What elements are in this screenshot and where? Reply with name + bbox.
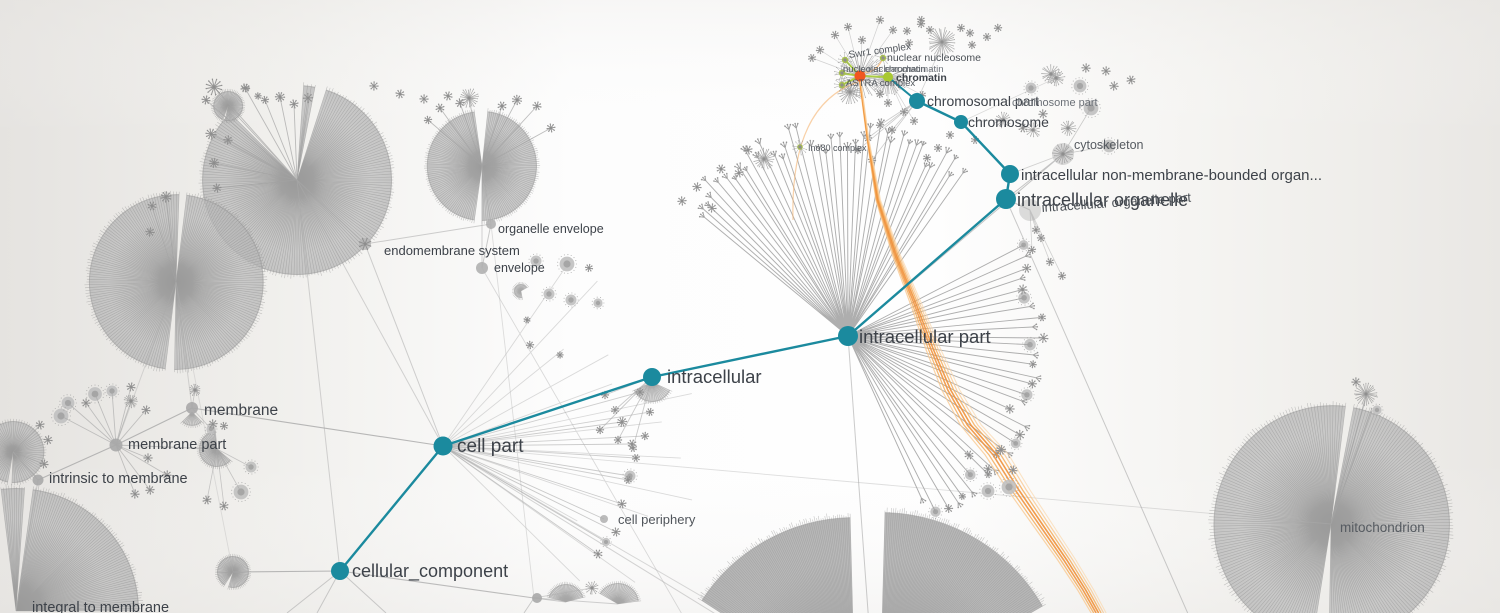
svg-text:nucleolar chromatin: nucleolar chromatin — [843, 64, 926, 75]
svg-text:cell periphery: cell periphery — [618, 512, 696, 527]
svg-text:intracellular organelle: intracellular organelle — [1017, 190, 1188, 210]
svg-text:envelope: envelope — [494, 261, 545, 275]
svg-text:nuclear chromatin: nuclear chromatin — [868, 64, 944, 75]
svg-text:chromosomal part: chromosomal part — [927, 93, 1039, 109]
svg-text:intracellular part: intracellular part — [859, 326, 991, 347]
svg-text:intrinsic to membrane: intrinsic to membrane — [49, 471, 188, 487]
svg-text:chromosome: chromosome — [968, 114, 1049, 130]
svg-text:intracellular: intracellular — [667, 366, 762, 387]
svg-text:Ino80 complex: Ino80 complex — [808, 143, 867, 153]
svg-text:endomembrane system: endomembrane system — [384, 243, 520, 258]
svg-text:intracellular non-membrane-bou: intracellular non-membrane-bounded organ… — [1021, 167, 1322, 184]
svg-text:membrane: membrane — [204, 402, 278, 419]
svg-text:cell part: cell part — [457, 436, 524, 457]
svg-text:nuclear nucleosome: nuclear nucleosome — [887, 52, 981, 64]
svg-text:chromatin: chromatin — [896, 72, 947, 84]
svg-text:cytoskeleton: cytoskeleton — [1074, 138, 1144, 152]
svg-text:organelle envelope: organelle envelope — [498, 222, 604, 236]
svg-text:ASTRA complex: ASTRA complex — [846, 78, 915, 89]
svg-text:cellular_component: cellular_component — [352, 561, 508, 582]
svg-text:mitochondrion: mitochondrion — [1340, 520, 1425, 535]
svg-text:integral to membrane: integral to membrane — [32, 600, 169, 613]
svg-text:membrane part: membrane part — [128, 437, 226, 453]
svg-text:chromosome part: chromosome part — [1012, 97, 1098, 109]
